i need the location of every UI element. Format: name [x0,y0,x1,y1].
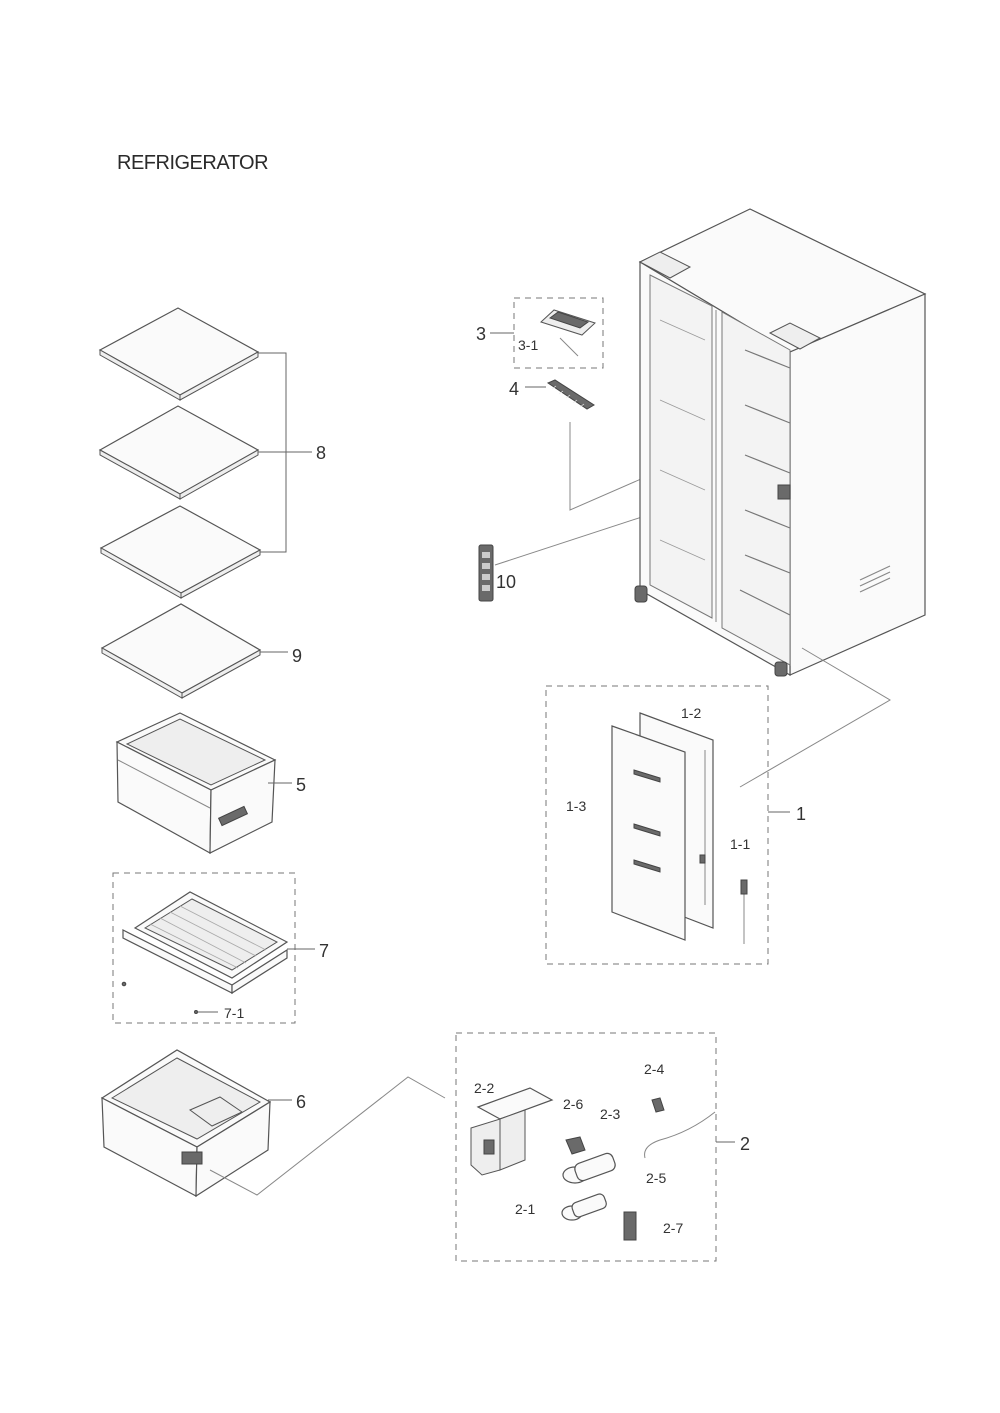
callout-1: 1 [796,804,806,824]
callout-1-3: 1-3 [566,798,586,814]
callout-9: 9 [292,646,302,666]
callout-2-6: 2-6 [563,1096,583,1112]
ice-maker-assembly-2: 2 2-2 2-6 2-3 2-4 2-5 2-1 2-7 [455,1032,750,1262]
drawer-6: 6 [100,1049,446,1198]
drawer-5: 5 [115,712,306,855]
part-3-group: 3 3-1 [476,297,604,369]
page-title: REFRIGERATOR [117,152,269,174]
callout-2-4: 2-4 [644,1061,664,1077]
callout-10: 10 [496,572,516,592]
callout-8: 8 [316,443,326,463]
glass-shelf-top [98,307,260,401]
callout-2-3: 2-3 [600,1106,620,1122]
drawer-tray-7: 7 7-1 [112,872,329,1024]
callout-1-1: 1-1 [730,836,750,852]
callout-2-5: 2-5 [646,1170,666,1186]
callout-7-1: 7-1 [224,1005,244,1021]
callout-2-1: 2-1 [515,1201,535,1217]
shelf-9: 9 [100,603,302,699]
callout-7: 7 [319,941,329,961]
group-box-3 [513,297,604,369]
group-box-2 [455,1032,717,1262]
callout-3: 3 [476,324,486,344]
callout-2: 2 [740,1134,750,1154]
group-box-1 [545,685,769,965]
shelf-assembly-8: 8 [98,307,326,599]
group-box-7 [112,872,296,1024]
glass-shelf-lower-middle [99,505,262,599]
glass-shelf-upper-middle [98,405,260,500]
callout-2-7: 2-7 [663,1220,683,1236]
callout-2-2: 2-2 [474,1080,494,1096]
callout-4: 4 [509,379,519,399]
refrigerator-cabinet [634,208,927,788]
callout-5: 5 [296,775,306,795]
callout-6: 6 [296,1092,306,1112]
panel-assembly-1: 1 1-2 1-3 1-1 [545,685,806,965]
callout-3-1: 3-1 [518,337,538,353]
callout-1-2: 1-2 [681,705,701,721]
